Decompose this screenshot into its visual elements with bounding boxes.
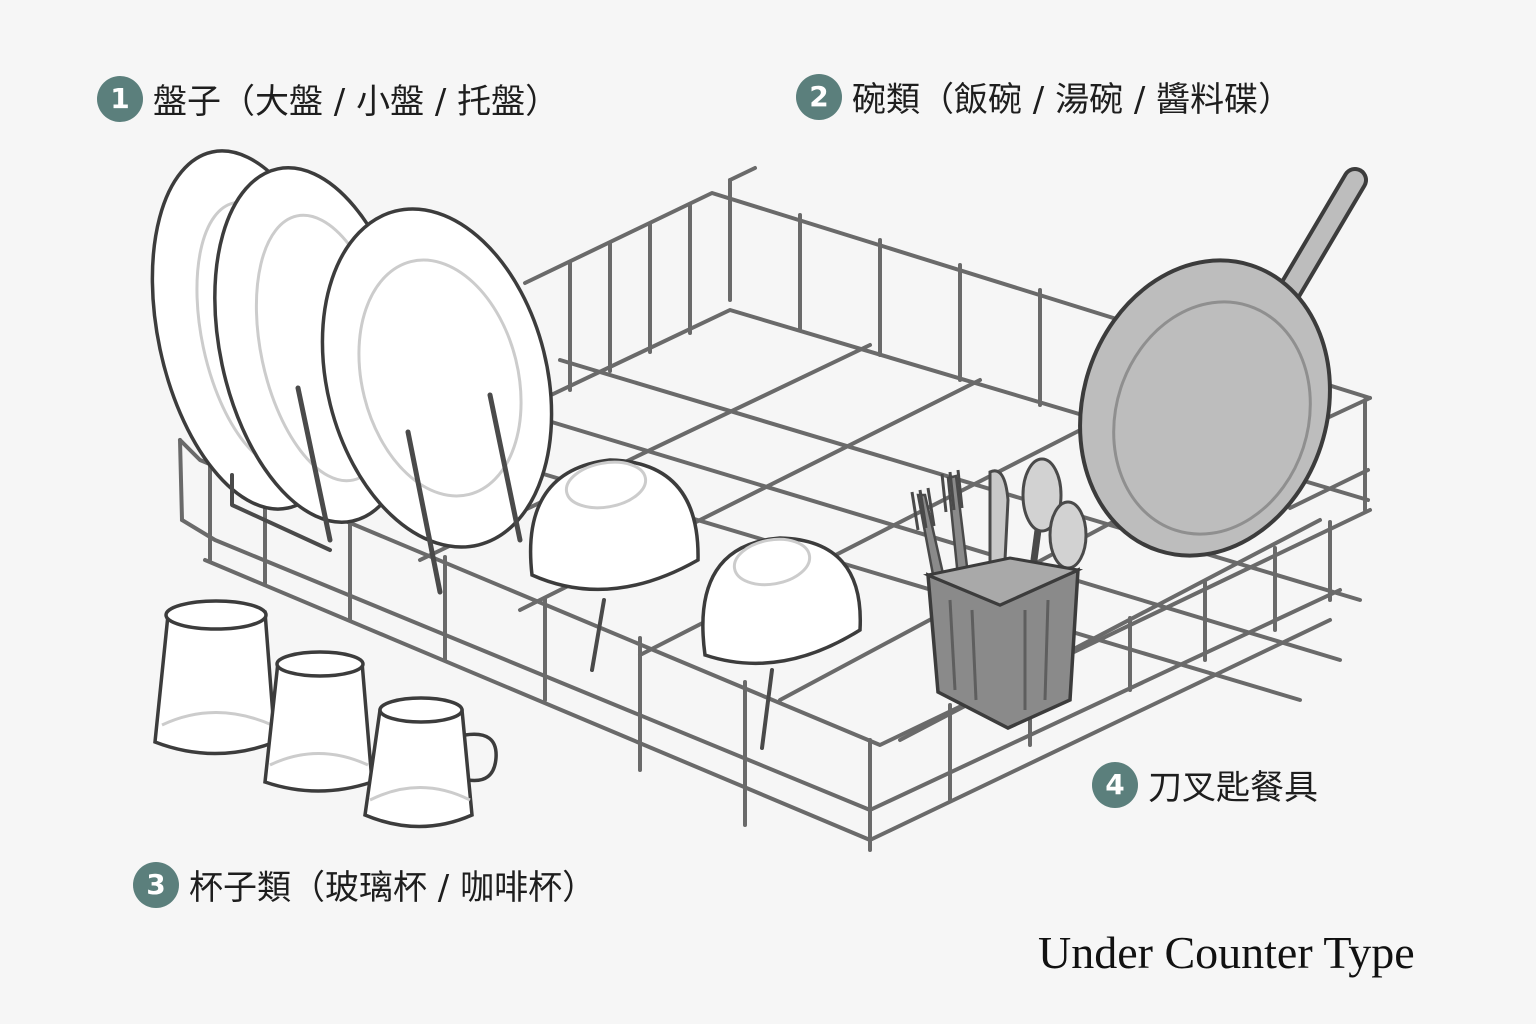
- callout-cups: 3 杯子類（玻璃杯 / 咖啡杯）: [133, 860, 596, 909]
- callout-number-badge: 1: [97, 75, 143, 122]
- cup-icon: [153, 599, 498, 829]
- plate-icon: [150, 149, 554, 595]
- frying-pan-icon: [1078, 167, 1368, 558]
- footer-title: Under Counter Type: [1038, 927, 1415, 978]
- callout-number-badge: 4: [1092, 761, 1138, 808]
- callout-label-bowls: 碗類（飯碗 / 湯碗 / 醬料碟）: [852, 80, 1293, 120]
- callout-cutlery: 4 刀叉匙餐具: [1092, 760, 1318, 809]
- callout-bowls: 2 碗類（飯碗 / 湯碗 / 醬料碟）: [796, 72, 1292, 121]
- callout-number-badge: 3: [133, 861, 179, 908]
- callout-label-plates: 盤子（大盤 / 小盤 / 托盤）: [153, 82, 560, 122]
- cutlery-basket-icon: [910, 457, 1088, 730]
- callout-label-cups: 杯子類（玻璃杯 / 咖啡杯）: [189, 868, 597, 908]
- callout-plates: 1 盤子（大盤 / 小盤 / 托盤）: [97, 74, 559, 123]
- bowl-icon: [528, 458, 862, 750]
- callout-number-badge: 2: [796, 73, 842, 120]
- callout-label-cutlery: 刀叉匙餐具: [1148, 768, 1318, 808]
